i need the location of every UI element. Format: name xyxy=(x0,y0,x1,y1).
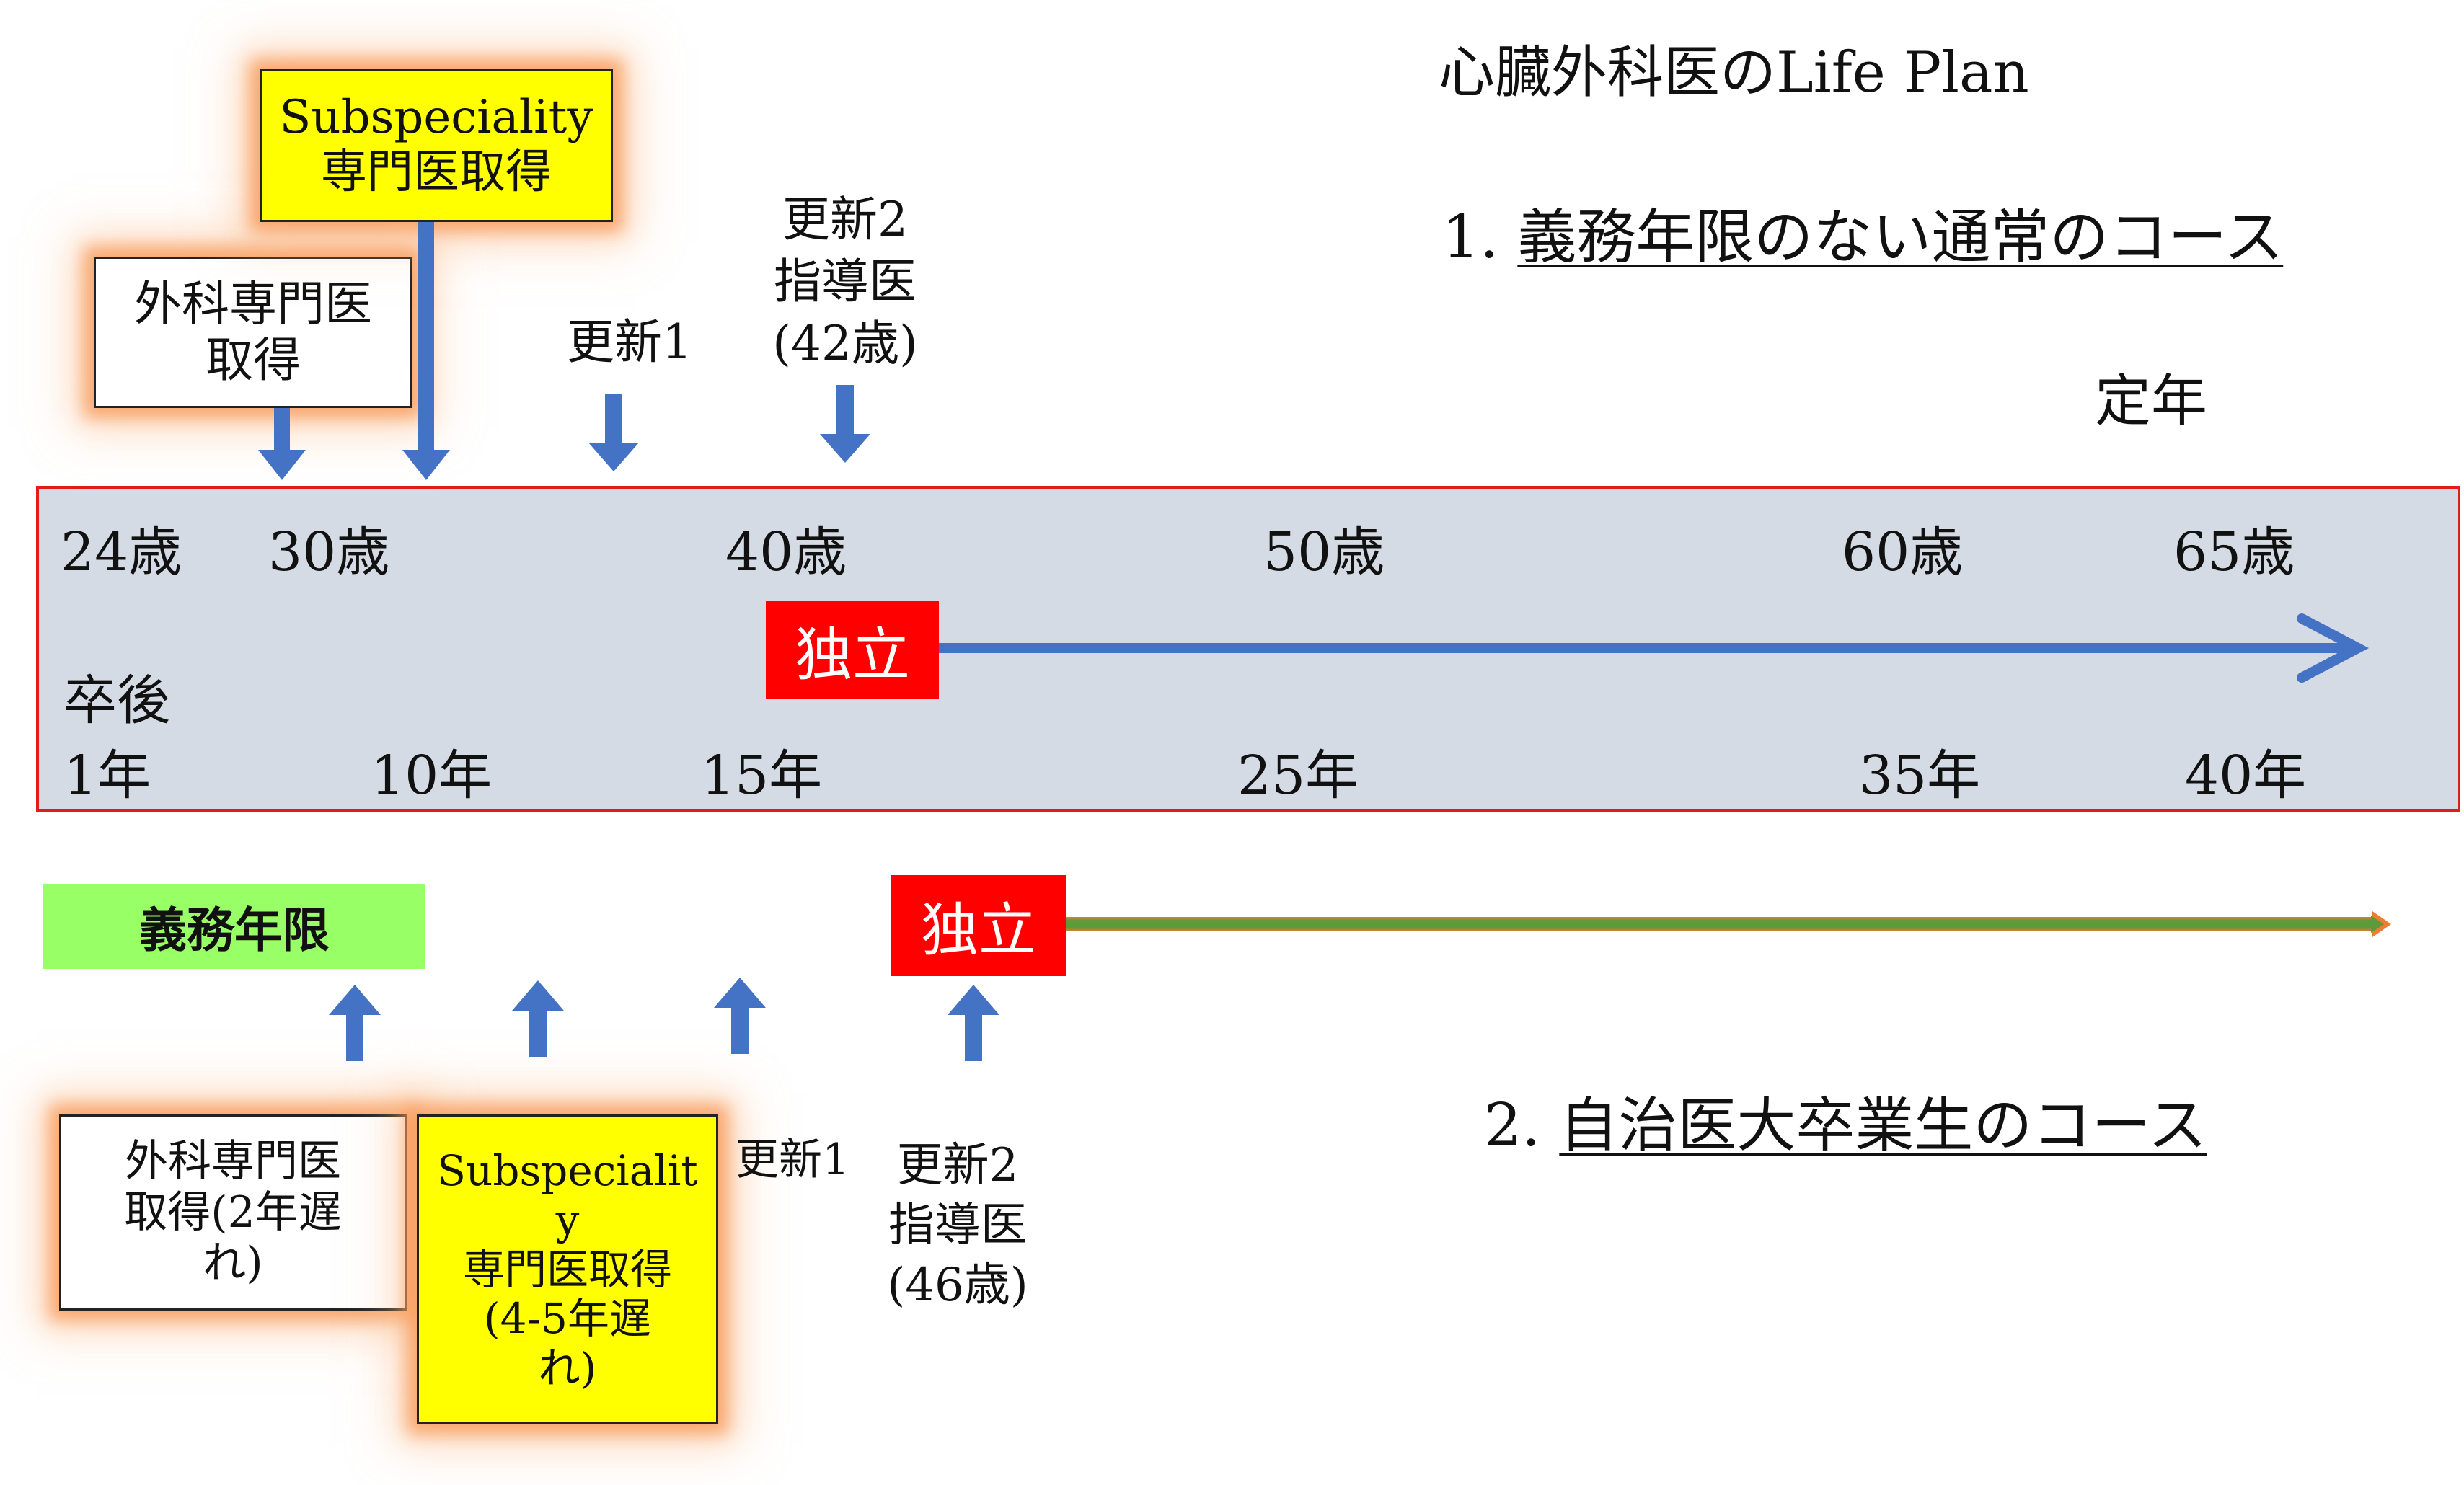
course2-up-arrow-1 xyxy=(329,985,381,1061)
course1-subspecialty-box: Subspeciality 専門医取得 xyxy=(260,69,613,222)
course2-independence-badge: 独立 xyxy=(891,875,1066,976)
course1-subspecialty-down-arrow xyxy=(402,222,450,480)
year-tick-35: 35年 xyxy=(1859,745,1981,807)
age-tick-30: 30歳 xyxy=(268,521,390,583)
course2-subspecialty-line5: れ) xyxy=(538,1343,597,1393)
age-tick-40: 40歳 xyxy=(725,521,847,583)
course2-subspecialty-line2: y xyxy=(555,1195,580,1245)
course-2-heading: 2. 自治医大卒業生のコース xyxy=(1484,1077,2207,1163)
year-tick-10: 10年 xyxy=(371,745,493,807)
course1-renewal2-down-arrow xyxy=(820,385,870,463)
course2-surgery-specialist-line3: れ) xyxy=(203,1238,263,1289)
year-tick-15: 15年 xyxy=(701,745,823,807)
course-1-number: 1. xyxy=(1442,203,1499,272)
age-tick-60: 60歳 xyxy=(1842,521,1964,583)
course1-independence-badge: 独立 xyxy=(766,601,939,699)
course2-subspecialty-line3: 専門医取得 xyxy=(462,1244,672,1294)
years-after-graduation-label: 卒後 xyxy=(63,670,170,732)
course2-renewal2-line1: 更新2 xyxy=(896,1139,1019,1192)
course1-renewal2-line2: 指導医 xyxy=(774,253,917,309)
course2-surgery-specialist-line2: 取得(2年遅 xyxy=(124,1187,342,1238)
year-tick-1: 1年 xyxy=(63,745,151,807)
course-2-text: 自治医大卒業生のコース xyxy=(1559,1091,2207,1160)
course1-subspecialty-line1: Subspeciality xyxy=(279,91,593,145)
course1-surgery-specialist-line2: 取得 xyxy=(206,332,301,388)
course2-subspecialty-line4: (4-5年遅 xyxy=(483,1294,652,1344)
course1-renewal2-line1: 更新2 xyxy=(782,192,908,247)
retirement-label: 定年 xyxy=(2095,369,2208,434)
course-1-text: 義務年限のない通常のコース xyxy=(1517,203,2284,272)
course2-up-arrow-3 xyxy=(714,978,766,1054)
course2-renewal2-line3: (46歳) xyxy=(887,1259,1028,1313)
course-2-number: 2. xyxy=(1484,1091,1541,1160)
year-tick-25: 25年 xyxy=(1237,745,1359,807)
course1-renewal1-label: 更新1 xyxy=(567,314,692,370)
course2-up-arrow-2 xyxy=(512,980,564,1057)
course2-renewal1-label: 更新1 xyxy=(736,1135,850,1185)
year-tick-40: 40年 xyxy=(2185,745,2307,807)
course2-renewal2-line2: 指導医 xyxy=(888,1199,1027,1253)
course1-renewal2-label: 更新2 指導医 (42歳) xyxy=(766,189,924,374)
course2-subspecialty-line1: Subspecialit xyxy=(437,1145,698,1195)
age-tick-65: 65歳 xyxy=(2173,521,2295,583)
course2-obligation-box: 義務年限 xyxy=(43,884,425,969)
course2-renewal2-label: 更新2 指導医 (46歳) xyxy=(878,1136,1037,1316)
age-tick-24: 24歳 xyxy=(61,521,182,583)
course2-surgery-specialist-box: 外科専門医 取得(2年遅 れ) xyxy=(59,1114,407,1311)
page-title: 心臓外科医のLife Plan xyxy=(1439,40,2029,105)
course1-career-arrow xyxy=(939,613,2370,683)
course1-renewal2-line3: (42歳) xyxy=(772,315,918,371)
course2-up-arrow-4 xyxy=(948,985,999,1061)
course1-surgery-specialist-line1: 外科専門医 xyxy=(134,276,372,332)
course1-subspecialty-line2: 専門医取得 xyxy=(321,146,552,199)
course-1-heading: 1. 義務年限のない通常のコース xyxy=(1442,189,2283,275)
course1-renewal1-down-arrow xyxy=(588,394,639,471)
course2-career-arrow xyxy=(1066,911,2391,937)
course2-surgery-specialist-line1: 外科専門医 xyxy=(125,1135,341,1187)
age-tick-50: 50歳 xyxy=(1263,521,1385,583)
course1-surgery-specialist-down-arrow xyxy=(258,408,306,480)
course1-surgery-specialist-box: 外科専門医 取得 xyxy=(94,257,412,408)
course2-subspecialty-box: Subspecialit y 専門医取得 (4-5年遅 れ) xyxy=(417,1114,718,1424)
